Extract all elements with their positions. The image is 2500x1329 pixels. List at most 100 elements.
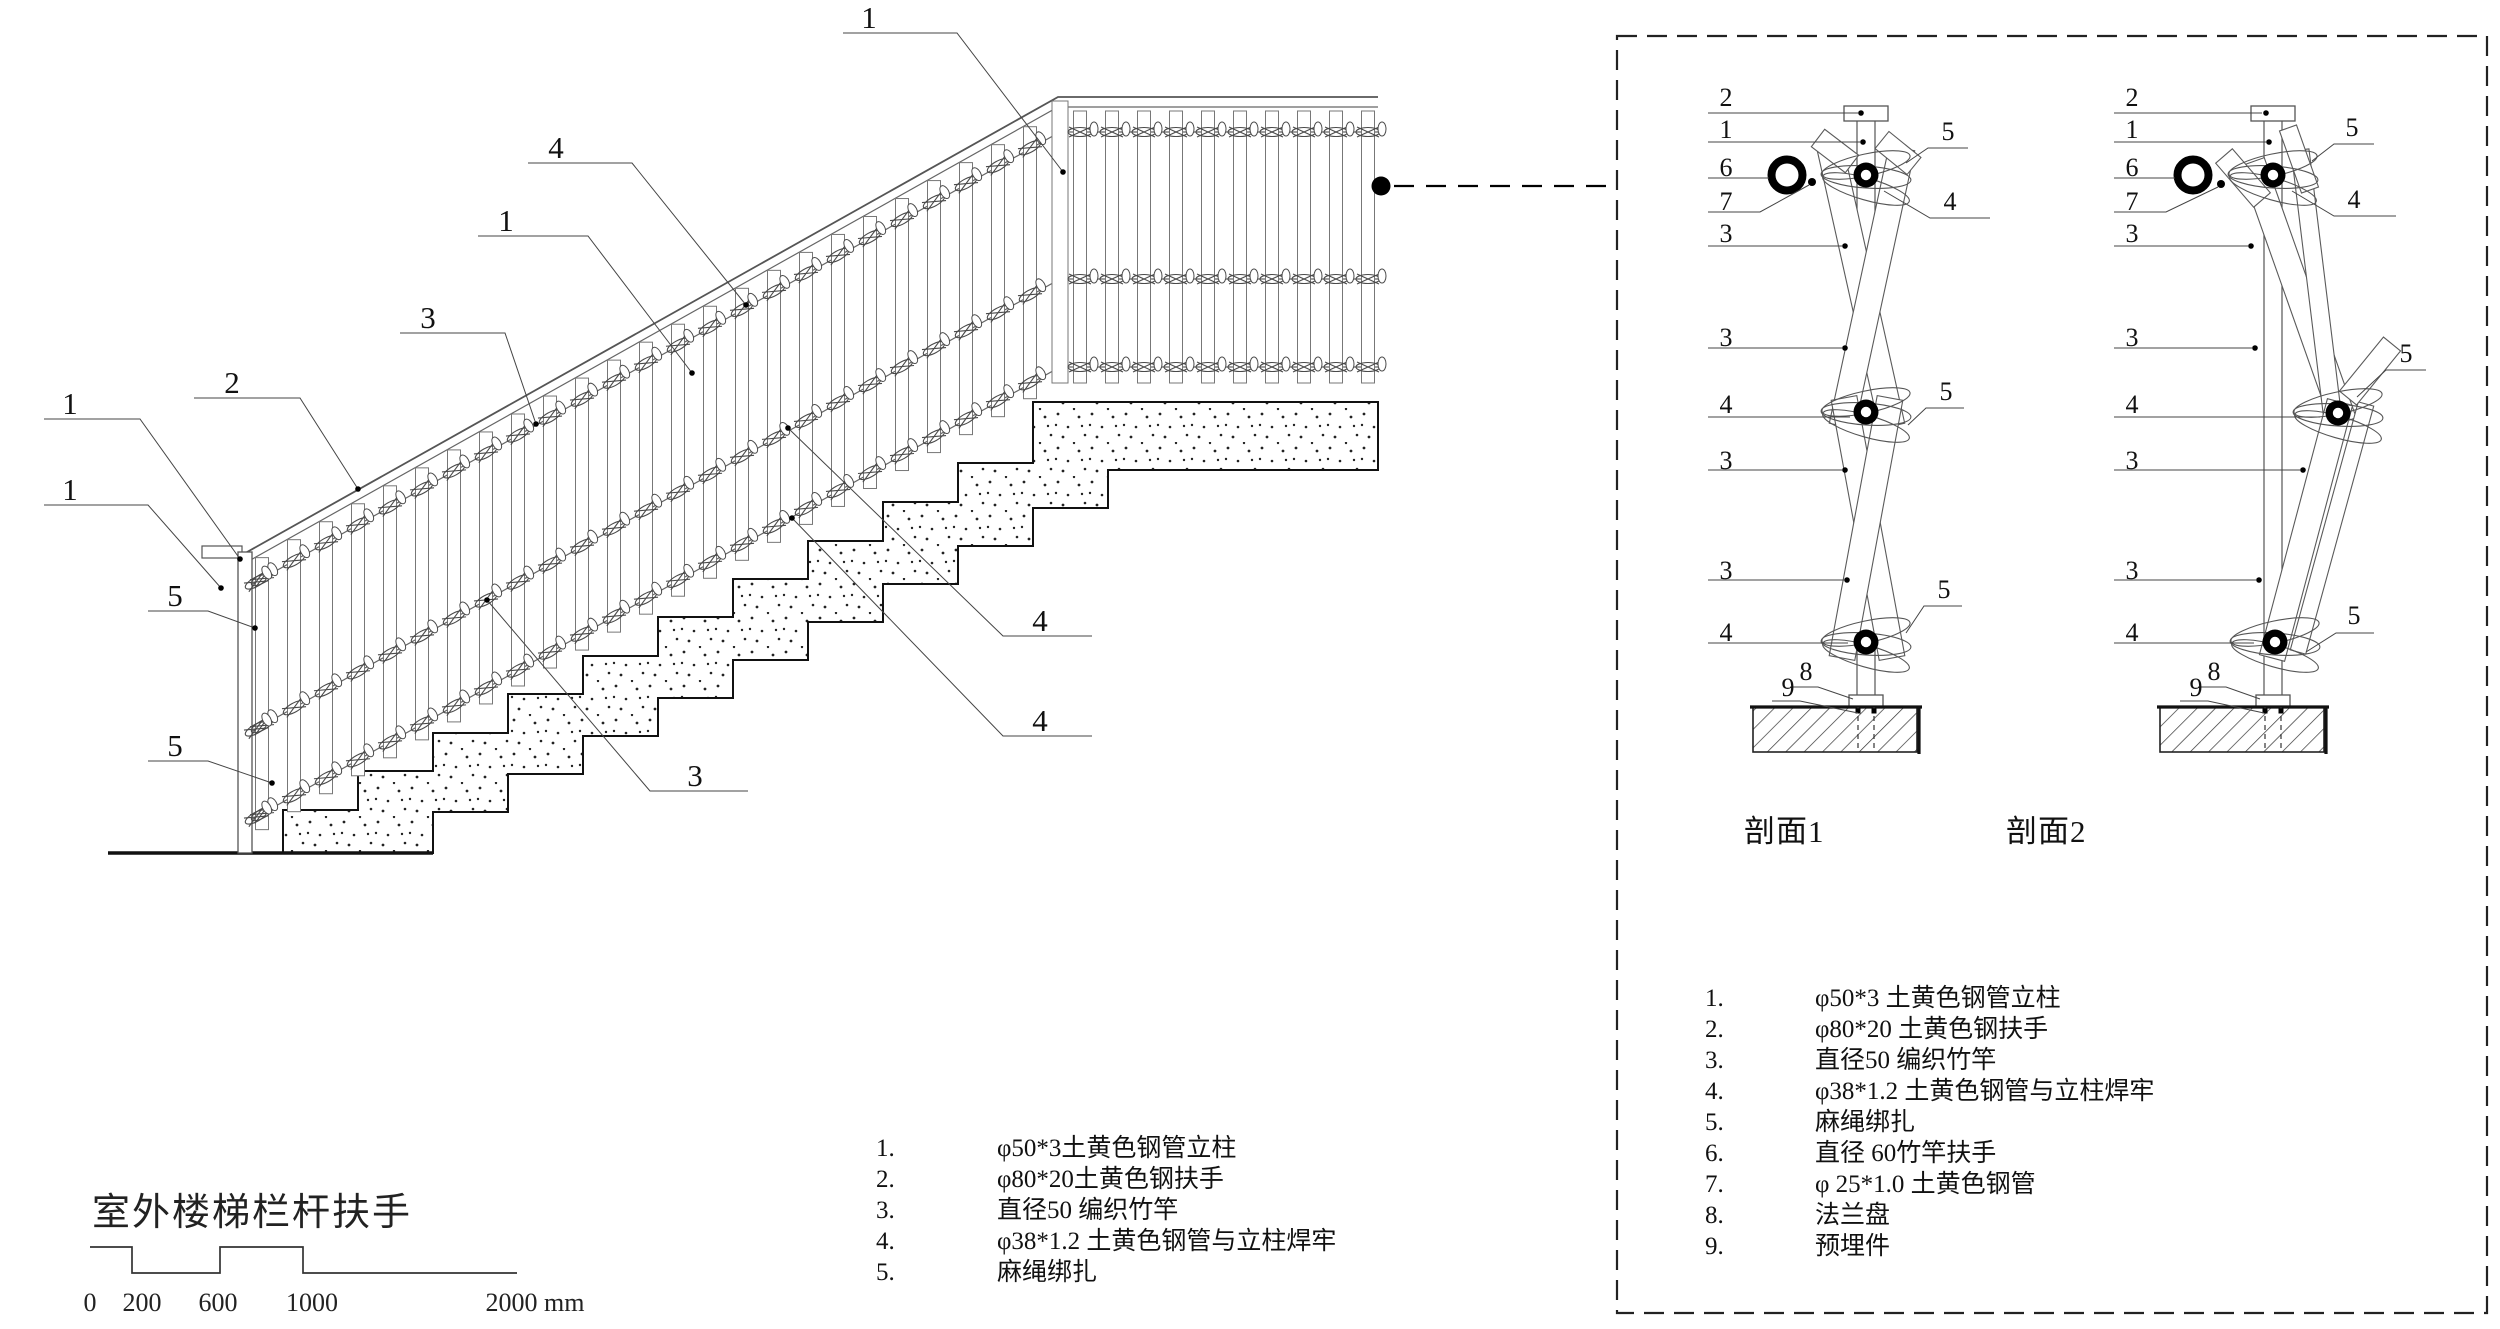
callout-label: 5 xyxy=(1942,117,1955,146)
callout-label: 4 xyxy=(1720,618,1733,647)
legend-item-number: 5. xyxy=(1705,1109,1724,1136)
callout-6: 6 xyxy=(1708,153,1769,182)
callout-label: 4 xyxy=(2348,185,2361,214)
legend-item-number: 7. xyxy=(1705,1171,1724,1198)
legend-item-number: 5. xyxy=(876,1259,895,1286)
callout-3: 3 xyxy=(2114,323,2258,352)
callout-2: 2 xyxy=(194,365,361,492)
callout-1: 1 xyxy=(44,386,243,562)
callout-label: 5 xyxy=(2348,601,2361,630)
callout-label: 3 xyxy=(2126,556,2139,585)
legend-item-text: 直径50 编织竹竿 xyxy=(1815,1047,1997,1074)
callout-3: 3 xyxy=(400,300,539,427)
callout-label: 3 xyxy=(2126,323,2139,352)
callout-1: 1 xyxy=(478,203,695,376)
callout-5: 5 xyxy=(2305,601,2374,653)
legend-item-number: 2. xyxy=(876,1166,895,1193)
callout-label: 3 xyxy=(1720,219,1733,248)
legend-item-text: φ80*20 土黄色钢扶手 xyxy=(1815,1016,2049,1043)
callout-label: 4 xyxy=(2126,390,2139,419)
legend-item: 1.φ50*3 土黄色钢管立柱 xyxy=(1705,983,2154,1014)
callout-3: 3 xyxy=(1708,556,1850,585)
detail-box xyxy=(1615,34,2489,1315)
callout-label: 5 xyxy=(2400,339,2413,368)
legend-item: 3. 直径50 编织竹竿 xyxy=(1705,1045,2154,1076)
legend-item: 3.直径50 编织竹竿 xyxy=(876,1195,1336,1226)
callout-4: 4 xyxy=(528,130,749,308)
callout-label: 2 xyxy=(1720,83,1733,112)
legend-item-number: 9. xyxy=(1705,1233,1724,1260)
callout-label: 4 xyxy=(1944,187,1957,216)
legend-item-number: 3. xyxy=(1705,1047,1724,1074)
legend-item: 6. 直径 60竹竿扶手 xyxy=(1705,1138,2154,1169)
callout-6: 6 xyxy=(2114,153,2175,182)
callout-label: 9 xyxy=(2190,673,2203,702)
legend-item: 4.φ38*1.2 土黄色钢管与立柱焊牢 xyxy=(876,1226,1336,1257)
callout-label: 6 xyxy=(1720,153,1733,182)
legend-item-number: 4. xyxy=(1705,1078,1724,1105)
callout-5: 5 xyxy=(1907,377,1964,426)
callout-label: 8 xyxy=(2208,657,2221,686)
callout-4: 4 xyxy=(2114,390,2320,419)
callout-label: 8 xyxy=(1800,657,1813,686)
callout-label: 4 xyxy=(1032,603,1048,638)
callout-label: 7 xyxy=(2126,187,2139,216)
callout-9: 9 xyxy=(2180,673,2265,714)
callout-label: 3 xyxy=(1720,556,1733,585)
callout-label: 3 xyxy=(2126,446,2139,475)
legend-item-number: 1. xyxy=(876,1135,895,1162)
callout-label: 5 xyxy=(1940,377,1953,406)
callout-label: 1 xyxy=(62,386,78,421)
callout-label: 4 xyxy=(548,130,564,165)
callout-label: 5 xyxy=(167,578,183,613)
legend-item-text: φ38*1.2 土黄色钢管与立柱焊牢 xyxy=(997,1228,1337,1255)
callout-9: 9 xyxy=(1772,673,1859,714)
legend-item: 4.φ38*1.2 土黄色钢管与立柱焊牢 xyxy=(1705,1076,2154,1107)
legend-item: 5.麻绳绑扎 xyxy=(876,1257,1336,1288)
callout-8: 8 xyxy=(1790,657,1854,700)
callout-2: 2 xyxy=(1708,83,1864,116)
callout-label: 3 xyxy=(687,758,703,793)
legend-item-text: φ 25*1.0 土黄色钢管 xyxy=(1815,1171,2036,1198)
callout-4: 4 xyxy=(1708,390,1850,419)
scale-tick-label: 1000 xyxy=(286,1288,338,1317)
scale-bar xyxy=(90,1246,517,1274)
stair-elevation xyxy=(108,96,1617,855)
legend-item-number: 6. xyxy=(1705,1140,1724,1167)
callouts: 1413211553442167334334895455216733433489… xyxy=(44,0,2426,793)
section-1-drawing xyxy=(1750,105,1922,754)
legend-item: 2. φ80*20土黄色钢扶手 xyxy=(876,1164,1336,1195)
legend-item-text: 法兰盘 xyxy=(1815,1202,1891,1229)
callout-3: 3 xyxy=(1708,323,1848,352)
callout-3: 3 xyxy=(1708,219,1848,249)
callout-7: 7 xyxy=(1708,184,1810,216)
legend-item-text: 直径 60竹竿扶手 xyxy=(1815,1140,1997,1167)
section-2-drawing xyxy=(2157,105,2402,754)
callout-4: 4 xyxy=(1708,618,1848,647)
legend-item: 8.法兰盘 xyxy=(1705,1200,2154,1231)
callout-label: 4 xyxy=(1720,390,1733,419)
callout-1: 1 xyxy=(2114,115,2272,145)
scale-tick-label: 0 xyxy=(83,1288,97,1317)
legend-item-text: φ80*20土黄色钢扶手 xyxy=(997,1166,1224,1193)
legend-item: 7. φ 25*1.0 土黄色钢管 xyxy=(1705,1169,2154,1200)
callout-3: 3 xyxy=(1708,446,1848,475)
callout-label: 3 xyxy=(1720,446,1733,475)
callout-8: 8 xyxy=(2198,657,2261,700)
callout-1: 1 xyxy=(1708,115,1866,145)
callout-5: 5 xyxy=(148,728,275,786)
callout-4: 4 xyxy=(789,515,1092,738)
legend-item-number: 3. xyxy=(876,1197,895,1224)
callout-4: 4 xyxy=(785,425,1092,638)
legend-item-text: φ50*3 土黄色钢管立柱 xyxy=(1815,985,2061,1012)
callout-5: 5 xyxy=(1905,575,1962,634)
legend-item: 5.麻绳绑扎 xyxy=(1705,1107,2154,1138)
callout-3: 3 xyxy=(2114,219,2254,249)
callout-label: 2 xyxy=(224,365,240,400)
callout-label: 1 xyxy=(62,472,78,507)
callout-2: 2 xyxy=(2114,83,2269,116)
